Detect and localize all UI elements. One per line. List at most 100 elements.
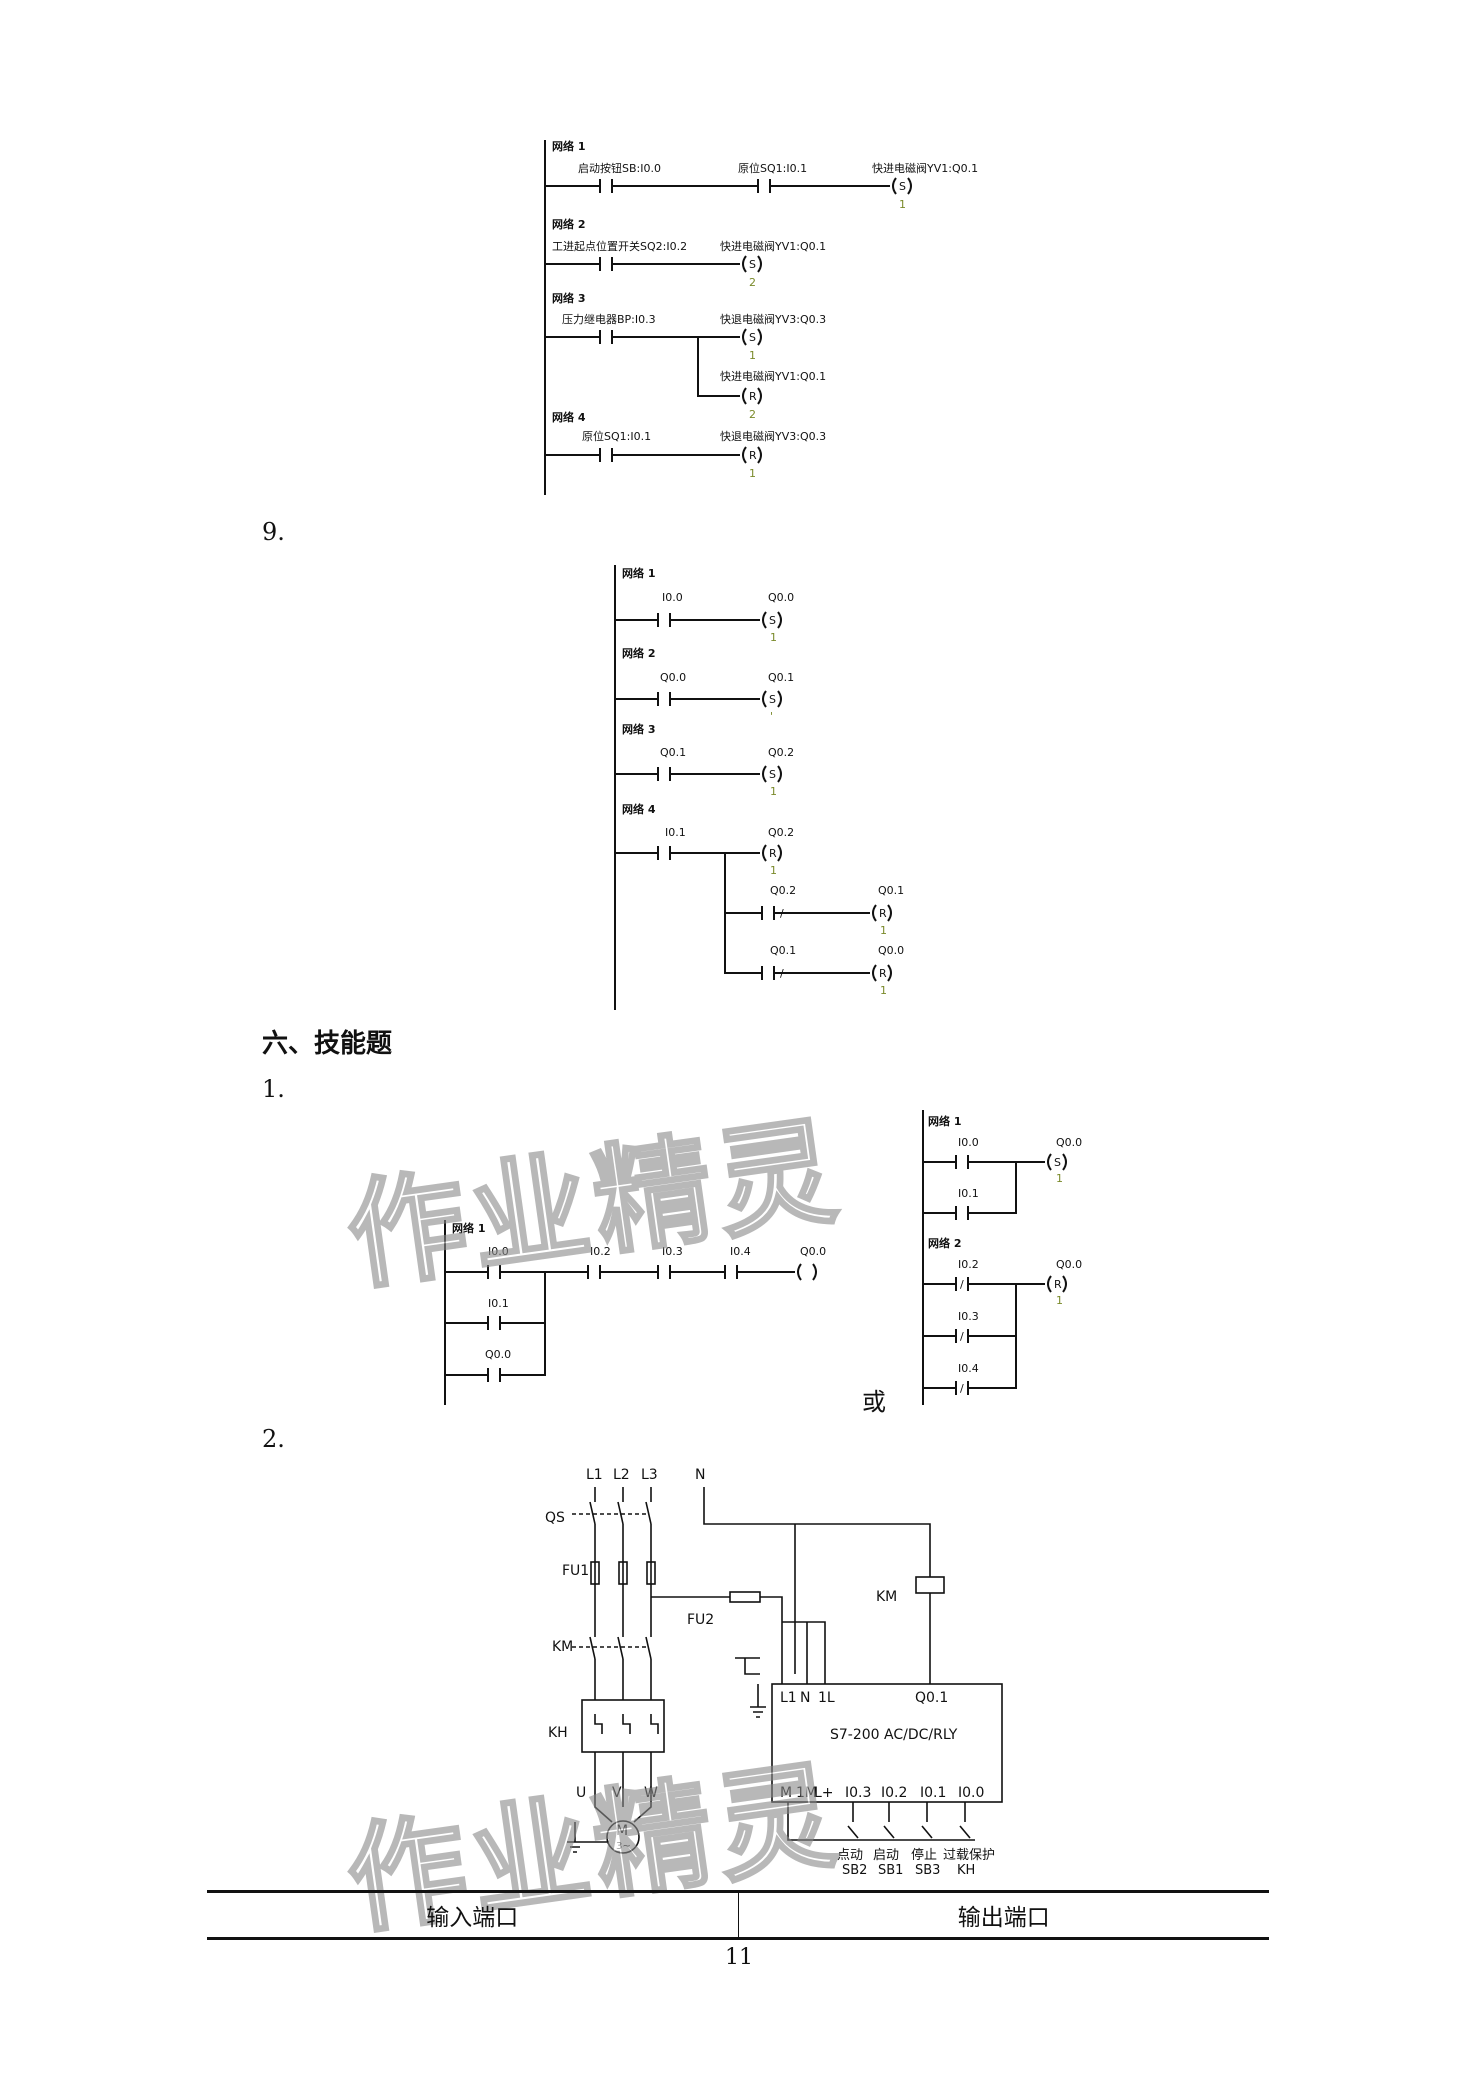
contact-label: I0.3 xyxy=(662,1245,683,1258)
table-header-output: 输出端口 xyxy=(737,1893,1270,1937)
line-label: L2 xyxy=(613,1467,630,1483)
network-label: 网络 1 xyxy=(452,1221,485,1235)
plc-terminal: I0.1 xyxy=(920,1785,946,1801)
contact-label: I0.0 xyxy=(488,1245,509,1258)
coil-op: S xyxy=(749,258,756,271)
network-label: 网络 3 xyxy=(552,291,585,305)
coil-count: 1 xyxy=(1056,1294,1063,1307)
coil-label: 快退电磁阀YV3:Q0.3 xyxy=(720,429,826,443)
plc-terminal: Q0.1 xyxy=(915,1690,948,1706)
contact-label: Q0.0 xyxy=(485,1348,511,1361)
network-label: 网络 1 xyxy=(928,1114,961,1128)
plc-terminal: L1 xyxy=(780,1690,797,1706)
coil-op: S xyxy=(769,693,776,706)
coil-count: 2 xyxy=(749,408,756,421)
coil-count: 1 xyxy=(880,924,887,937)
network-label: 网络 2 xyxy=(928,1236,961,1250)
button-tag: SB1 xyxy=(878,1863,903,1878)
coil-label: Q0.1 xyxy=(878,884,904,897)
button-tag: SB2 xyxy=(842,1863,867,1878)
coil-count: 1 xyxy=(770,631,777,644)
coil-count: ' xyxy=(770,710,773,723)
coil-op: R xyxy=(1054,1278,1062,1291)
contact-label: 原位SQ1:I0.1 xyxy=(738,161,807,175)
motor-sub-label: 3~ xyxy=(616,1841,631,1852)
coil-count: 1 xyxy=(770,864,777,877)
network-label: 网络 4 xyxy=(552,410,586,424)
plc-terminal: N xyxy=(800,1690,810,1706)
table-header-row: 输入端口 输出端口 xyxy=(207,1893,1269,1937)
coil-label: Q0.0 xyxy=(1056,1258,1082,1271)
contact-label: I0.1 xyxy=(665,826,686,839)
contact-label: I0.1 xyxy=(488,1297,509,1310)
or-text: 或 xyxy=(862,1388,886,1416)
contact-label: Q0.0 xyxy=(660,671,686,684)
ladder-diagram-q8: 网络 1 启动按钮SB:I0.0 原位SQ1:I0.1 快进电磁阀YV1:Q0.… xyxy=(544,139,978,495)
button-tag: SB3 xyxy=(915,1863,940,1878)
network-label: 网络 2 xyxy=(622,646,655,660)
coil-op: R xyxy=(749,390,757,403)
section-heading: 六、技能题 xyxy=(262,1029,393,1059)
km-coil-label: KM xyxy=(876,1589,897,1605)
contact-label: 工进起点位置开关SQ2:I0.2 xyxy=(552,239,687,253)
coil-op: S xyxy=(749,331,756,344)
plc-terminal: I0.3 xyxy=(845,1785,871,1801)
table-header-input: 输入端口 xyxy=(426,1905,519,1931)
wiring-diagram-q2: L1 L2 L3 N QS FU1 FU2 KM KH KM L1 N 1L xyxy=(545,1467,1003,1878)
contact-label: I0.2 xyxy=(590,1245,611,1258)
kh-label: KH xyxy=(548,1725,568,1741)
fu1-label: FU1 xyxy=(562,1563,589,1579)
coil-label: Q0.2 xyxy=(768,826,794,839)
coil-count: 1 xyxy=(1056,1172,1063,1185)
plc-terminal: 1M xyxy=(796,1785,817,1801)
coil-label: 快退电磁阀YV3:Q0.3 xyxy=(720,312,826,326)
nc-slash: / xyxy=(960,1330,964,1343)
coil-count: 1 xyxy=(880,984,887,997)
coil-label: Q0.0 xyxy=(878,944,904,957)
motor-label: M xyxy=(616,1823,628,1839)
io-table: 输入端口 输出端口 xyxy=(207,1890,1269,1940)
line-label: L1 xyxy=(586,1467,603,1483)
question-number: 2. xyxy=(262,1425,285,1453)
motor-terminal: U xyxy=(576,1785,586,1801)
ladder-diagram-q1-left: 网络 1 I0.0 I0.2 I0.3 I0.4 Q0.0 I0.1 Q0.0 xyxy=(444,1220,826,1405)
plc-terminal: I0.2 xyxy=(881,1785,907,1801)
coil-label: 快进电磁阀YV1:Q0.1 xyxy=(720,239,826,253)
question-number: 1. xyxy=(262,1075,285,1103)
coil-label: 快进电磁阀YV1:Q0.1 xyxy=(720,369,826,383)
network-label: 网络 1 xyxy=(622,566,655,580)
button-name: 点动 xyxy=(837,1848,863,1863)
km-label: KM xyxy=(552,1639,573,1655)
contact-label: 原位SQ1:I0.1 xyxy=(582,429,651,443)
coil-op: S xyxy=(1054,1156,1061,1169)
coil-label: Q0.2 xyxy=(768,746,794,759)
coil-label: 快进电磁阀YV1:Q0.1 xyxy=(872,161,978,175)
plc-terminal: I0.0 xyxy=(958,1785,984,1801)
coil-label: Q0.1 xyxy=(768,671,794,684)
coil-op: S xyxy=(769,614,776,627)
coil-label: Q0.0 xyxy=(768,591,794,604)
nc-slash: / xyxy=(780,907,784,920)
coil-op: S xyxy=(769,768,776,781)
plc-model: S7-200 AC/DC/RLY xyxy=(830,1727,958,1743)
button-name: 启动 xyxy=(873,1848,899,1863)
coil-op: R xyxy=(769,847,777,860)
button-name: 过载保护 xyxy=(943,1848,995,1863)
contact-label: 启动按钮SB:I0.0 xyxy=(578,161,661,175)
coil-label: Q0.0 xyxy=(800,1245,826,1258)
coil-op: S xyxy=(899,180,906,193)
coil-count: 1 xyxy=(749,349,756,362)
contact-label: I0.4 xyxy=(730,1245,751,1258)
coil-count: 1 xyxy=(749,467,756,480)
plc-terminal: M xyxy=(780,1785,792,1801)
contact-label: Q0.1 xyxy=(770,944,796,957)
line-label: L3 xyxy=(641,1467,658,1483)
coil-count: 1 xyxy=(899,198,906,211)
button-tag: KH xyxy=(957,1863,975,1878)
nc-slash: / xyxy=(780,967,784,980)
contact-label: I0.3 xyxy=(958,1310,979,1323)
contact-label: I0.0 xyxy=(958,1136,979,1149)
contact-label: 压力继电器BP:I0.3 xyxy=(562,313,656,326)
network-label: 网络 2 xyxy=(552,217,585,231)
